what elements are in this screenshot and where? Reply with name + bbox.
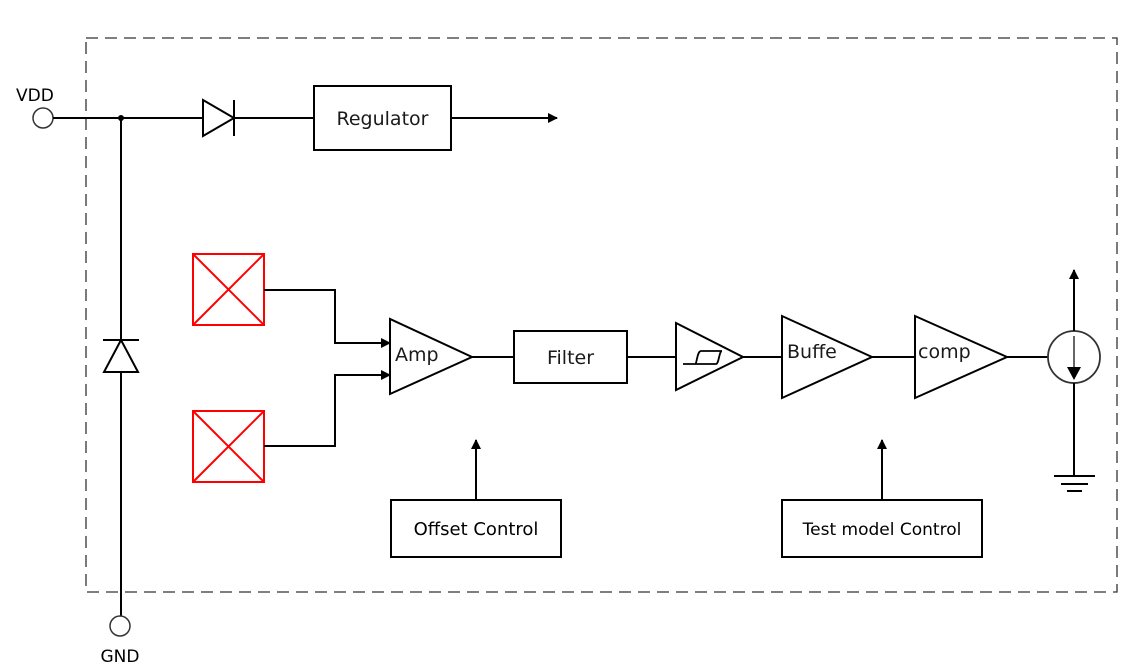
buffer-label: Buffe (787, 341, 837, 363)
comp-label: comp (918, 341, 971, 363)
comparator-block: comp (914, 314, 1010, 400)
ground-icon (1054, 475, 1095, 492)
hysteresis-icon (683, 350, 723, 365)
regulator-block: Regulator (313, 85, 452, 151)
sensor-1-wire (264, 289, 391, 348)
offset-control-label: Offset Control (414, 519, 539, 540)
gnd-pin-circle (109, 615, 131, 637)
amp-block: Amp (389, 317, 475, 396)
offset-control-block: Offset Control (390, 499, 562, 558)
amp-label: Amp (395, 344, 439, 366)
supply-diode-icon (202, 98, 236, 138)
schmitt-trigger-block (675, 321, 746, 392)
hall-sensor-1-icon (192, 253, 265, 326)
chip-boundary (85, 37, 1118, 593)
buffer-block: Buffe (781, 314, 875, 400)
test-control-block: Test model Control (781, 499, 983, 558)
filter-label: Filter (547, 347, 594, 369)
regulator-label: Regulator (337, 108, 429, 130)
gnd-label: GND (101, 647, 140, 667)
gnd-terminal: GND (101, 615, 140, 667)
vdd-terminal: VDD (16, 86, 54, 129)
test-control-label: Test model Control (802, 520, 962, 540)
hall-sensor-2-icon (192, 410, 265, 483)
current-source-icon (1047, 330, 1101, 384)
sensor-2-wire (264, 370, 391, 447)
esd-diode-icon (102, 337, 140, 373)
vdd-pin-circle (32, 107, 54, 129)
vdd-label: VDD (16, 86, 54, 106)
filter-block: Filter (513, 330, 628, 384)
